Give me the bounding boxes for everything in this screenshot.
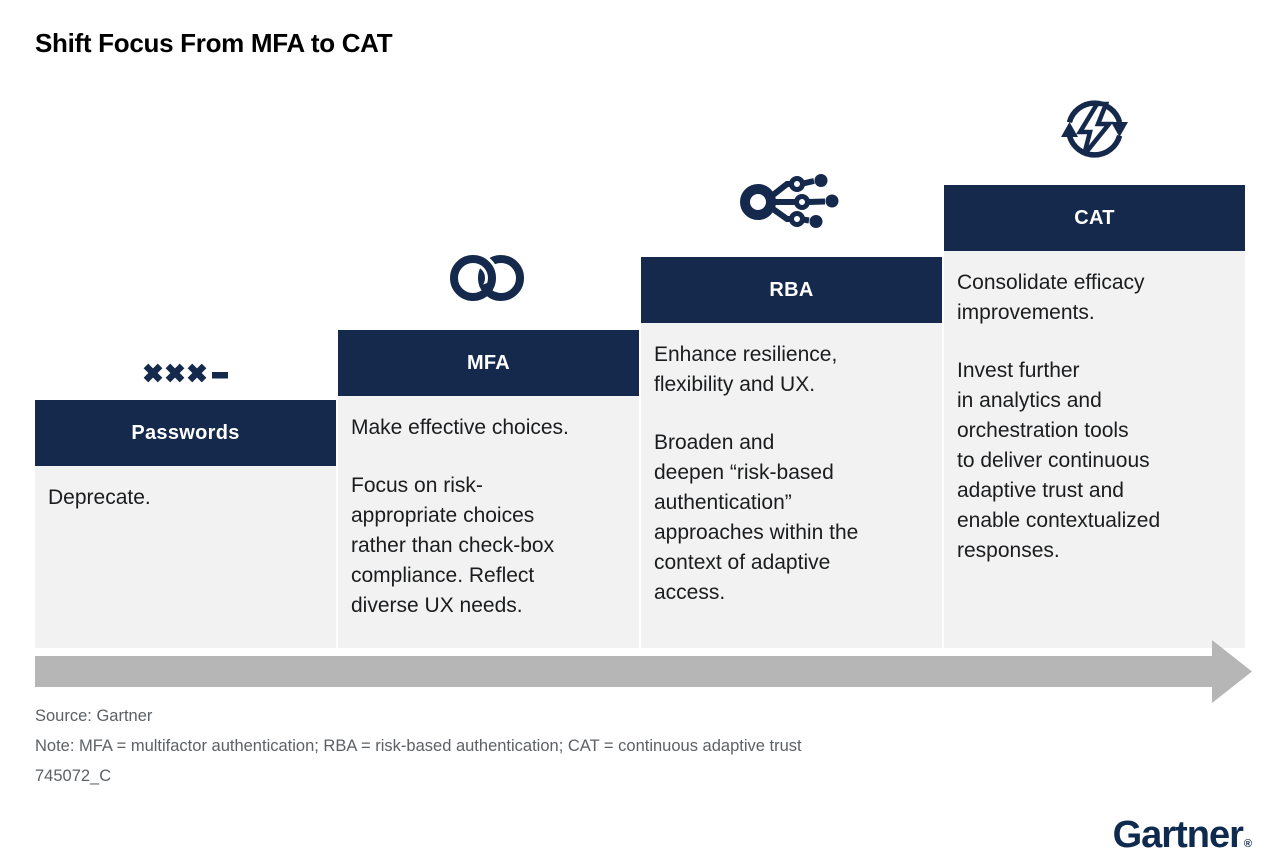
step-passwords-header: Passwords <box>35 400 336 466</box>
registered-mark: ® <box>1243 838 1252 850</box>
step-passwords-text: Deprecate. <box>48 486 151 509</box>
step-passwords-panel: Deprecate. <box>35 466 336 648</box>
step-mfa-text-2: Focus on risk- appropriate choices rathe… <box>351 474 555 617</box>
step-passwords: Passwords Deprecate. <box>35 400 336 648</box>
circuit-branches-icon <box>739 174 843 235</box>
step-passwords-label: Passwords <box>131 421 240 444</box>
step-mfa-text-1: Make effective choices. <box>351 416 569 439</box>
password-asterisks-icon <box>141 360 233 395</box>
gartner-logo-text: Gartner <box>1112 814 1244 856</box>
step-rba-panel: Enhance resilience, flexibility and UX. … <box>641 323 942 648</box>
step-rba: RBA Enhance resilience, flexibility and … <box>641 257 942 648</box>
step-mfa-panel: Make effective choices. Focus on risk- a… <box>338 396 639 648</box>
step-cat-label: CAT <box>1074 206 1115 229</box>
step-cat: CAT Consolidate efficacy improvements. I… <box>944 185 1245 648</box>
timeline-arrow-icon <box>35 640 1252 708</box>
step-mfa-label: MFA <box>466 351 511 374</box>
document-id: 745072_C <box>35 767 112 785</box>
source-text: Source: Gartner <box>35 707 153 725</box>
linked-rings-icon <box>447 250 528 311</box>
step-rba-label: RBA <box>769 278 814 301</box>
lightning-refresh-icon <box>1052 92 1137 172</box>
step-cat-text-2: Invest further in analytics and orchestr… <box>957 359 1161 562</box>
step-mfa-header: MFA <box>338 330 639 396</box>
gartner-logo: Gartner® <box>1113 814 1252 857</box>
step-mfa: MFA Make effective choices. Focus on ris… <box>338 330 639 648</box>
step-cat-text-1: Consolidate efficacy improvements. <box>957 271 1145 324</box>
step-cat-header: CAT <box>944 185 1245 251</box>
step-rba-text-1: Enhance resilience, flexibility and UX. <box>654 343 838 396</box>
note-text: Note: MFA = multifactor authentication; … <box>35 737 802 755</box>
step-rba-header: RBA <box>641 257 942 323</box>
step-rba-text-2: Broaden and deepen “risk-based authentic… <box>654 431 859 604</box>
page-title: Shift Focus From MFA to CAT <box>35 28 393 58</box>
step-cat-panel: Consolidate efficacy improvements. Inves… <box>944 251 1245 648</box>
